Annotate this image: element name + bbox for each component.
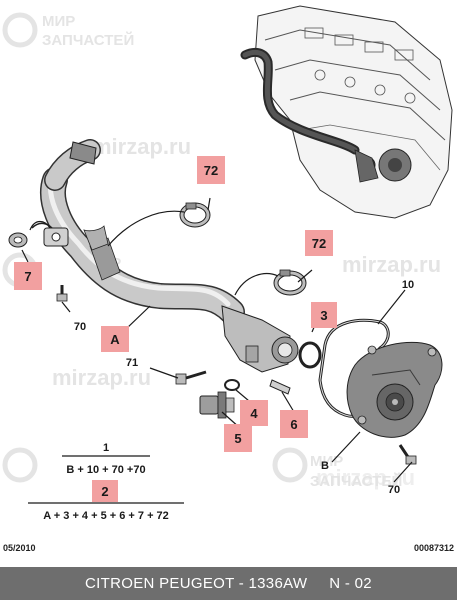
callout-7-label: 7 <box>24 269 31 284</box>
callout-2-label: 2 <box>101 484 108 499</box>
leader-10 <box>377 289 406 325</box>
leader-7 <box>21 249 29 263</box>
o-ring-part-3 <box>298 341 322 369</box>
footer-bar: CITROEN PEUGEOT - 1336AW N - 02 <box>0 567 457 600</box>
callout-2 <box>92 480 118 502</box>
temperature-sensor-part-5 <box>199 391 235 419</box>
hose-clamp-72-lower <box>273 269 307 296</box>
callout-4-label: 4 <box>250 406 258 421</box>
engine-block-illustration <box>240 5 453 219</box>
callout-72-upper: 72 <box>197 156 225 184</box>
callout-3-label: 3 <box>320 308 327 323</box>
kit-formula-2: 2 A + 3 + 4 + 5 + 6 + 7 + 72 <box>28 480 184 522</box>
kit-1-number: 1 <box>103 442 109 454</box>
seal-part-4 <box>224 379 240 391</box>
watermark-layer: МИР ЗАПЧАСТЕЙ mirzap.ru МИР mirzap.ru mi… <box>2 12 441 490</box>
parts-diagram: МИР ЗАПЧАСТЕЙ mirzap.ru МИР mirzap.ru mi… <box>2 5 453 522</box>
kit-formula-1: 1 B + 10 + 70 +70 <box>62 442 150 476</box>
leader-clamp-lower <box>234 273 279 296</box>
bolt-part-71 <box>175 370 207 385</box>
diagram-reference: 00087312 <box>413 543 454 553</box>
clip-part-7 <box>8 232 28 248</box>
callout-A: A <box>101 326 129 352</box>
leader-72-upper <box>207 197 211 211</box>
callout-7: 7 <box>14 262 42 290</box>
callout-72-lower: 72 <box>305 230 333 256</box>
callout-6-label: 6 <box>290 417 297 432</box>
label-part-B: B <box>321 460 329 472</box>
watermark-site-4: mirzap.ru <box>316 465 415 490</box>
diagram-date: 05/2010 <box>3 543 36 553</box>
callout-72-lower-label: 72 <box>312 236 326 251</box>
callout-A-label: A <box>110 332 120 347</box>
watermark-line2-c: ЗАПЧАСТЕЙ <box>310 472 402 490</box>
kit-1-formula: B + 10 + 70 +70 <box>66 464 145 476</box>
watermark-line2: ЗАПЧАСТЕЙ <box>42 31 134 49</box>
callout-5-label: 5 <box>234 431 241 446</box>
water-pump-B <box>346 341 443 438</box>
footer-brand: CITROEN PEUGEOT - 1336AW <box>85 575 308 592</box>
callout-72-upper-label: 72 <box>204 163 218 178</box>
engine-water-pump-detail <box>354 148 412 183</box>
callout-5: 5 <box>224 424 252 452</box>
leader-B <box>331 431 361 463</box>
watermark-site-2: mirzap.ru <box>342 252 441 277</box>
kit-2-formula: A + 3 + 4 + 5 + 6 + 7 + 72 <box>43 510 169 522</box>
callout-6: 6 <box>280 410 308 438</box>
leader-72-lower <box>297 269 313 283</box>
leader-7-clip <box>29 220 51 231</box>
watermark-site-1: mirzap.ru <box>92 134 191 159</box>
leader-clamp-upper <box>107 210 185 247</box>
callout-4: 4 <box>240 400 268 426</box>
watermark-logo-bottom: МИР ЗАПЧАСТЕЙ <box>2 447 402 490</box>
label-part-71: 71 <box>126 357 138 369</box>
bolt-part-70-left <box>56 285 68 302</box>
label-part-70-left: 70 <box>74 321 86 333</box>
watermark-logo-top: МИР ЗАПЧАСТЕЙ <box>2 12 134 49</box>
leader-6 <box>281 391 295 413</box>
coolant-hose-A <box>31 139 245 325</box>
watermark-line1-c: МИР <box>310 453 343 470</box>
thermostat-housing <box>221 305 299 373</box>
footer-code: N - 02 <box>329 575 372 592</box>
callout-3: 3 <box>311 302 337 328</box>
label-part-10: 10 <box>402 279 414 291</box>
leader-70-right <box>393 461 413 483</box>
leader-70-left <box>61 301 71 313</box>
leader-A <box>124 305 151 331</box>
watermark-line1: МИР <box>42 13 75 30</box>
label-part-70-right: 70 <box>388 484 400 496</box>
hose-clamp-72-upper <box>179 202 211 228</box>
watermark-site-3: mirzap.ru <box>52 365 151 390</box>
leader-71 <box>149 367 179 379</box>
bolt-part-70-right <box>398 444 417 465</box>
clip-part-6 <box>269 379 291 395</box>
